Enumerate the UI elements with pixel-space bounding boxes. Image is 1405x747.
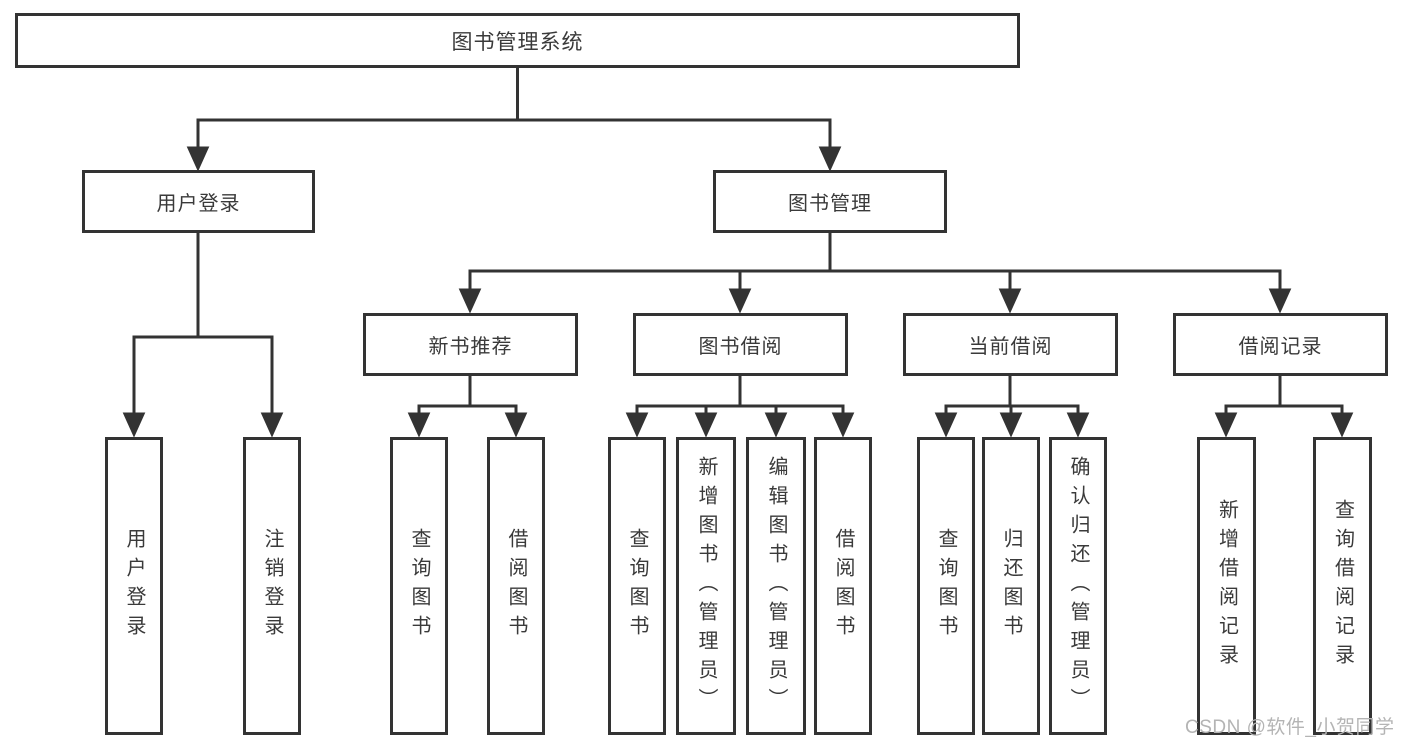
- leaf-recommend-borrow-books: 借阅图书: [487, 437, 545, 735]
- leaf-current-return-books: 归还图书: [982, 437, 1040, 735]
- arrow-down-icon: [625, 412, 649, 438]
- leaf-current-query-books-label: 查询图书: [935, 528, 957, 644]
- node-book-management: 图书管理: [713, 170, 947, 233]
- leaf-borrowing-query-books-label: 查询图书: [626, 528, 648, 644]
- leaf-recommend-query-books-label: 查询图书: [408, 528, 430, 644]
- connector-user-login-split: [122, 233, 284, 438]
- node-new-book-recommend-label: 新书推荐: [428, 336, 513, 358]
- arrow-down-icon: [1066, 412, 1090, 438]
- leaf-borrowing-edit-books-admin: 编辑图书（管理员）: [746, 437, 806, 735]
- node-borrowing-records-label: 借阅记录: [1238, 336, 1323, 358]
- node-new-book-recommend: 新书推荐: [363, 313, 578, 376]
- node-user-login-label: 用户登录: [156, 193, 241, 215]
- leaf-logout-label: 注销登录: [261, 528, 283, 644]
- node-book-management-system-label: 图书管理系统: [451, 30, 584, 54]
- leaf-borrowing-edit-books-admin-label: 编辑图书（管理员）: [765, 455, 787, 717]
- leaf-borrowing-borrow-books-label: 借阅图书: [832, 528, 854, 644]
- arrow-down-icon: [934, 412, 958, 438]
- connector-current-borrowing-split: [934, 376, 1090, 438]
- leaf-borrowing-add-books-admin-label: 新增图书（管理员）: [695, 455, 717, 717]
- leaf-current-confirm-return-admin: 确认归还（管理员）: [1049, 437, 1107, 735]
- arrow-down-icon: [831, 412, 855, 438]
- arrow-down-icon: [999, 412, 1023, 438]
- node-book-borrowing-label: 图书借阅: [698, 336, 783, 358]
- arrow-down-icon: [1330, 412, 1354, 438]
- arrow-down-icon: [1214, 412, 1238, 438]
- arrow-down-icon: [122, 412, 146, 438]
- connector-book-management-split: [458, 233, 1292, 314]
- leaf-records-add-record: 新增借阅记录: [1197, 437, 1256, 735]
- leaf-records-query-record: 查询借阅记录: [1313, 437, 1372, 735]
- leaf-borrowing-query-books: 查询图书: [608, 437, 666, 735]
- leaf-borrowing-borrow-books: 借阅图书: [814, 437, 872, 735]
- leaf-borrowing-add-books-admin: 新增图书（管理员）: [676, 437, 736, 735]
- node-user-login: 用户登录: [82, 170, 315, 233]
- arrow-down-icon: [186, 146, 210, 172]
- arrow-down-icon: [504, 412, 528, 438]
- arrow-down-icon: [260, 412, 284, 438]
- arrow-down-icon: [407, 412, 431, 438]
- connector-book-borrowing-split: [625, 376, 855, 438]
- leaf-user-login-label: 用户登录: [123, 528, 145, 644]
- leaf-current-confirm-return-admin-label: 确认归还（管理员）: [1067, 455, 1089, 717]
- leaf-current-query-books: 查询图书: [917, 437, 975, 735]
- csdn-watermark: CSDN @软件_小贺同学: [1185, 717, 1395, 738]
- leaf-logout: 注销登录: [243, 437, 301, 735]
- arrow-down-icon: [728, 288, 752, 314]
- leaf-user-login: 用户登录: [105, 437, 163, 735]
- arrow-down-icon: [818, 146, 842, 172]
- arrow-down-icon: [1268, 288, 1292, 314]
- node-book-borrowing: 图书借阅: [633, 313, 848, 376]
- arrow-down-icon: [998, 288, 1022, 314]
- connector-new-book-recommend-split: [407, 376, 528, 438]
- node-current-borrowing: 当前借阅: [903, 313, 1118, 376]
- arrow-down-icon: [458, 288, 482, 314]
- arrow-down-icon: [764, 412, 788, 438]
- node-borrowing-records: 借阅记录: [1173, 313, 1388, 376]
- node-book-management-label: 图书管理: [788, 193, 872, 215]
- connector-root-split: [186, 68, 842, 172]
- leaf-recommend-query-books: 查询图书: [390, 437, 448, 735]
- leaf-records-query-record-label: 查询借阅记录: [1331, 499, 1354, 673]
- arrow-down-icon: [694, 412, 718, 438]
- leaf-records-add-record-label: 新增借阅记录: [1215, 499, 1238, 673]
- leaf-current-return-books-label: 归还图书: [1000, 528, 1022, 644]
- node-current-borrowing-label: 当前借阅: [968, 336, 1053, 358]
- connector-borrowing-records-split: [1214, 376, 1354, 438]
- node-book-management-system: 图书管理系统: [15, 13, 1020, 68]
- leaf-recommend-borrow-books-label: 借阅图书: [505, 528, 527, 644]
